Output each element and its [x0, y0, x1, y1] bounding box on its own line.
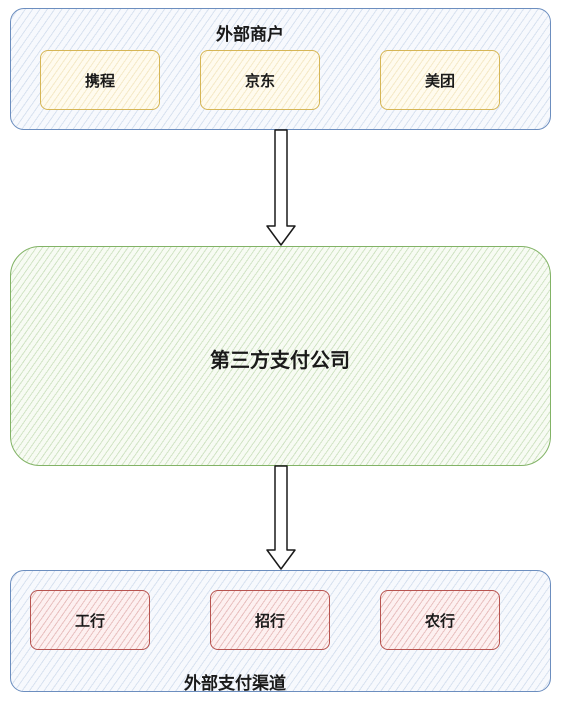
- channel-node-label: 农行: [424, 611, 455, 630]
- channel-node-cmb[interactable]: 招行: [210, 590, 330, 650]
- merchant-node-label: 携程: [84, 71, 115, 90]
- payment-company-node[interactable]: [10, 246, 551, 466]
- flow-arrow-down: [266, 129, 296, 246]
- merchant-node-label: 美团: [424, 71, 455, 90]
- merchant-node-label: 京东: [244, 71, 275, 90]
- merchant-node-meituan[interactable]: 美团: [380, 50, 500, 110]
- channel-node-label: 工行: [74, 611, 105, 630]
- channels-group-title: 外部支付渠道: [184, 674, 286, 694]
- merchant-node-ctrip[interactable]: 携程: [40, 50, 160, 110]
- merchants-group-title: 外部商户: [216, 25, 284, 45]
- merchant-node-jd[interactable]: 京东: [200, 50, 320, 110]
- payment-company-title: 第三方支付公司: [210, 348, 350, 372]
- flow-arrow-down: [266, 465, 296, 570]
- channel-node-label: 招行: [254, 611, 285, 630]
- channel-node-abc[interactable]: 农行: [380, 590, 500, 650]
- channel-node-icbc[interactable]: 工行: [30, 590, 150, 650]
